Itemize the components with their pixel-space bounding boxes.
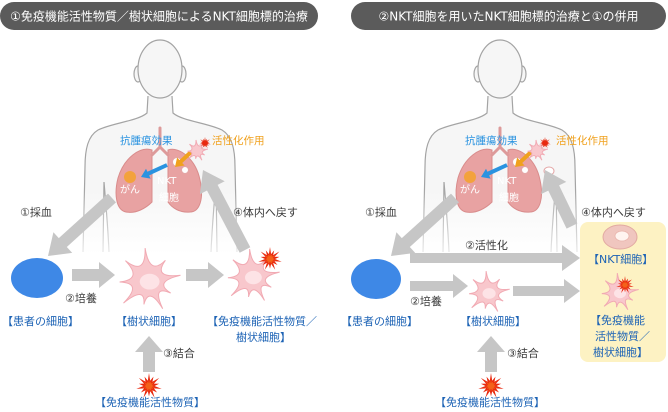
antitumor-label: 抗腫瘍効果 (465, 134, 518, 147)
right-panel-title: ②NKT細胞を用いたNKT細胞標的治療と①の併用 (378, 9, 638, 24)
arrow-loading (513, 279, 580, 303)
step-bind: ③結合 (507, 346, 539, 360)
label-immune-activator: 【免疫機能活性物質】 (95, 395, 205, 409)
label-patient-cells: 【患者の細胞】 (2, 315, 79, 328)
patient-cells (351, 259, 401, 299)
immune-activator-burst-core (484, 379, 498, 393)
left-panel-header (0, 2, 318, 30)
arrow-culture (410, 274, 468, 298)
arrow-bind (135, 336, 163, 372)
step-culture: ②培養 (410, 294, 442, 308)
activation-label: 活性化作用 (212, 134, 265, 147)
nkt-cell-mini (181, 166, 189, 174)
arrow-bind (477, 336, 505, 372)
left-panel: ①免疫機能活性物質／樹状細胞によるNKT細胞標的治療 がん NKT 細胞 抗腫瘍… (0, 2, 318, 409)
step-return-to-body: ④体内へ戻す (581, 205, 646, 219)
antitumor-arrow (141, 163, 168, 179)
label-patient-cells: 【患者の細胞】 (341, 315, 418, 328)
left-panel-title: ①免疫機能活性物質／樹状細胞によるNKT細胞標的治療 (10, 9, 308, 24)
nkt-cell-mini (521, 166, 529, 174)
activation-arrow (175, 150, 193, 167)
dendritic-cell-nucleus (139, 273, 160, 290)
step-activation: ②活性化 (465, 238, 508, 252)
right-panel-header (351, 2, 666, 30)
loaded-dendritic-cell-nucleus (614, 288, 626, 299)
activation-arrow (515, 150, 533, 167)
arrow-return-to-body (199, 170, 251, 253)
patient-cells (11, 258, 63, 298)
label-dendritic-cells: 【樹状細胞】 (116, 314, 182, 328)
activator-burst-core (263, 252, 277, 265)
dendritic-cell-mini (527, 139, 548, 161)
cancer-label: がん (460, 183, 480, 196)
arrow-activation (410, 245, 580, 271)
arrow-loading (186, 262, 224, 288)
activator-burst-core (620, 280, 630, 290)
immune-activator-burst-core (142, 379, 156, 393)
nkt-label-line1: NKT (497, 176, 517, 187)
label-loaded-cells-line2: 活性物質／ (595, 329, 650, 343)
antitumor-label: 抗腫瘍効果 (120, 134, 173, 147)
activator-burst-mini (539, 137, 551, 149)
arrow-return-to-body (541, 170, 578, 229)
cancer-spot (124, 171, 136, 183)
arrow-culture (72, 262, 115, 288)
nkt-label-line1: NKT (157, 176, 177, 187)
nkt-label-line2: 細胞 (159, 191, 179, 204)
loaded-dendritic-cell-nucleus (245, 270, 262, 285)
label-nkt-cells: 【NKT細胞】 (588, 253, 653, 266)
label-loaded-cells-line1: 【免疫機能 (590, 313, 645, 327)
nkt-label-line2: 細胞 (499, 191, 519, 204)
cancer-label: がん (120, 183, 140, 196)
arrow-blood-draw (48, 193, 116, 256)
dendritic-cell-mini (187, 139, 208, 161)
dendritic-cell-nucleus (482, 288, 496, 299)
activator-burst-mini (199, 137, 211, 149)
step-culture: ②培養 (65, 291, 97, 305)
step-return-to-body: ④体内へ戻す (233, 205, 298, 219)
label-loaded-cells-line3: 樹状細胞】 (593, 345, 648, 359)
activation-label: 活性化作用 (556, 134, 609, 147)
step-bind: ③結合 (163, 346, 195, 360)
antitumor-arrow (481, 163, 508, 179)
label-immune-activator: 【免疫機能活性物質】 (435, 395, 545, 409)
step-blood-draw: ①採血 (20, 205, 52, 219)
nkt-cell-nucleus (614, 230, 630, 242)
right-panel: ②NKT細胞を用いたNKT細胞標的治療と①の併用 がん NKT 細胞 抗腫瘍効果… (341, 2, 666, 409)
arrow-blood-draw (391, 193, 459, 256)
label-loaded-cells-line1: 【免疫機能活性物質／ (207, 314, 317, 328)
step-blood-draw: ①採血 (365, 205, 397, 219)
cancer-spot (464, 171, 476, 183)
label-dendritic-cells: 【樹状細胞】 (460, 314, 526, 328)
label-loaded-cells-line2: 樹状細胞】 (236, 330, 291, 344)
